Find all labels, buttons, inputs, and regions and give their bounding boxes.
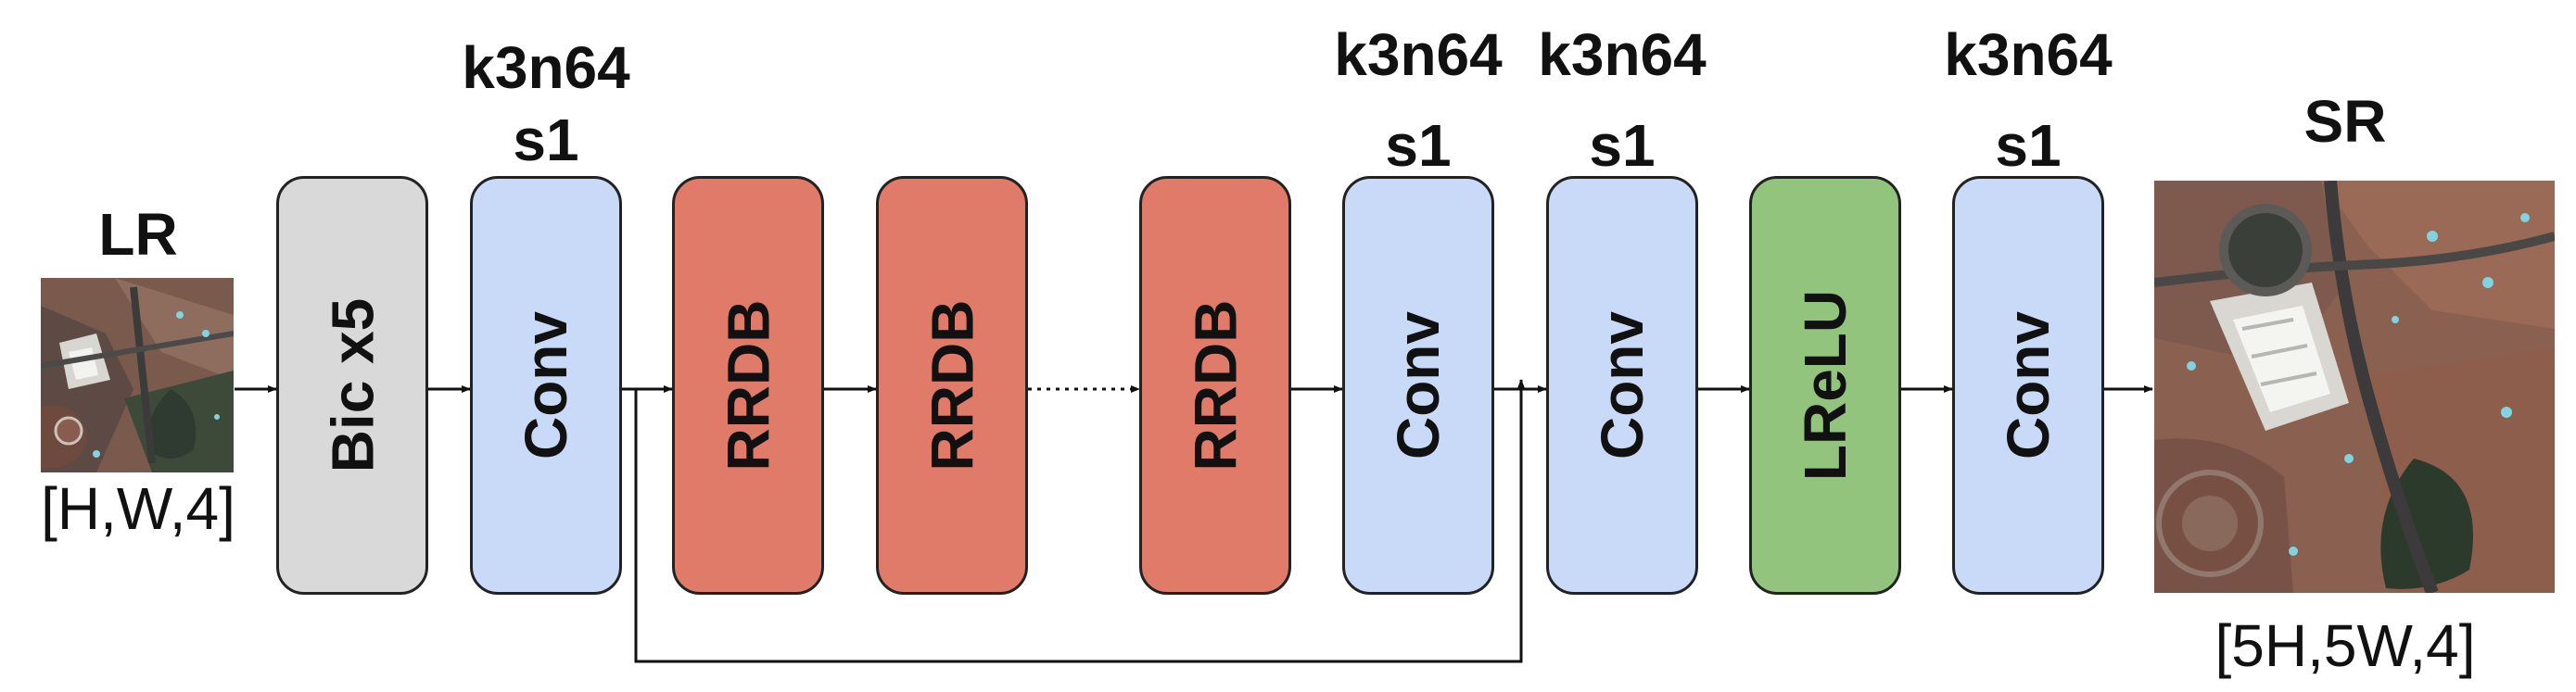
block-conv1: Conv <box>470 176 622 595</box>
block-conv1-label: Conv <box>513 311 579 459</box>
lr-title: LR <box>98 201 178 268</box>
block-rrdb1-label: RRDB <box>715 299 781 472</box>
block-rrdb3-label: RRDB <box>1182 299 1249 472</box>
block-conv4: Conv <box>1952 176 2104 595</box>
conv1-annotation-stride: s1 <box>513 107 579 173</box>
lr-dims: [H,W,4] <box>41 475 235 542</box>
conv2-annotation-kernel: k3n64 <box>1334 21 1503 88</box>
conv4-annotation-stride: s1 <box>1995 112 2062 179</box>
block-rrdb2-label: RRDB <box>919 299 985 472</box>
sr-dims: [5H,5W,4] <box>2214 612 2476 679</box>
edge-skip-connection <box>634 379 1525 663</box>
block-conv2-label: Conv <box>1385 311 1452 459</box>
block-rrdb1: RRDB <box>672 176 824 595</box>
block-rrdb3: RRDB <box>1139 176 1291 595</box>
block-bic-label: Bic x5 <box>319 297 386 473</box>
conv1-annotation-kernel: k3n64 <box>462 34 630 101</box>
conv3-annotation-kernel: k3n64 <box>1538 21 1707 88</box>
sr-title: SR <box>2303 88 2387 155</box>
block-lrelu: LReLU <box>1749 176 1901 595</box>
sr-image <box>2154 181 2555 593</box>
block-conv3: Conv <box>1546 176 1698 595</box>
block-conv4-label: Conv <box>1995 311 2062 459</box>
conv4-annotation-kernel: k3n64 <box>1944 21 2113 88</box>
block-conv2: Conv <box>1342 176 1494 595</box>
block-lrelu-label: LReLU <box>1792 289 1859 482</box>
conv2-annotation-stride: s1 <box>1385 112 1452 179</box>
lr-image <box>41 278 234 472</box>
conv3-annotation-stride: s1 <box>1589 112 1656 179</box>
block-rrdb2: RRDB <box>876 176 1028 595</box>
block-conv3-label: Conv <box>1589 311 1656 459</box>
block-bic: Bic x5 <box>276 176 428 595</box>
